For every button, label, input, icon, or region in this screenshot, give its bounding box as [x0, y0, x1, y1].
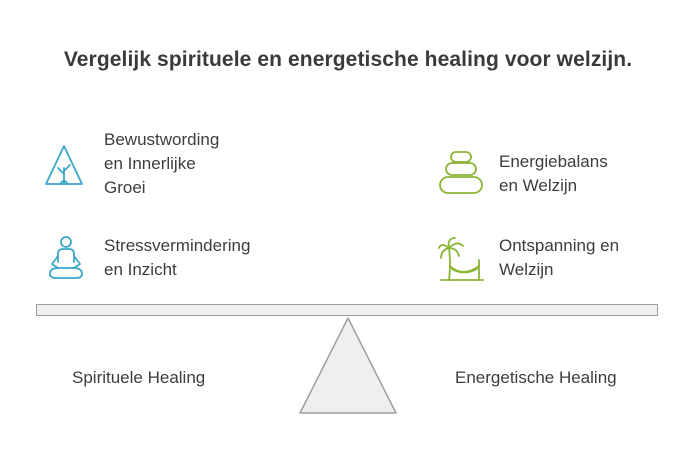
energetic-item-label: Energiebalans en Welzijn	[499, 152, 608, 195]
energetic-item-label: Ontspanning en Welzijn	[499, 236, 620, 279]
spiritual-item-awareness: Bewustwording en Innerlijke Groei	[42, 128, 219, 200]
energetic-item-balance: Energiebalans en Welzijn	[437, 150, 608, 198]
spiritual-item-label: Stressvermindering en Inzicht	[104, 236, 251, 279]
left-side-label: Spirituele Healing	[72, 368, 206, 387]
stacked-stones-icon	[439, 151, 483, 194]
seesaw-beam	[36, 304, 658, 316]
energetic-item-relaxation: Ontspanning en Welzijn	[437, 234, 619, 282]
right-side-label: Energetische Healing	[455, 368, 617, 387]
palm-hammock-icon	[438, 237, 484, 281]
spiritual-item-stress: Stressvermindering en Inzicht	[42, 234, 250, 282]
spiritual-item-label: Bewustwording en Innerlijke Groei	[104, 130, 220, 197]
meditation-person-icon	[49, 236, 83, 279]
tree-triangle-icon	[45, 145, 83, 185]
seesaw-fulcrum	[299, 317, 397, 414]
page-title: Vergelijk spirituele en energetische hea…	[63, 48, 633, 71]
